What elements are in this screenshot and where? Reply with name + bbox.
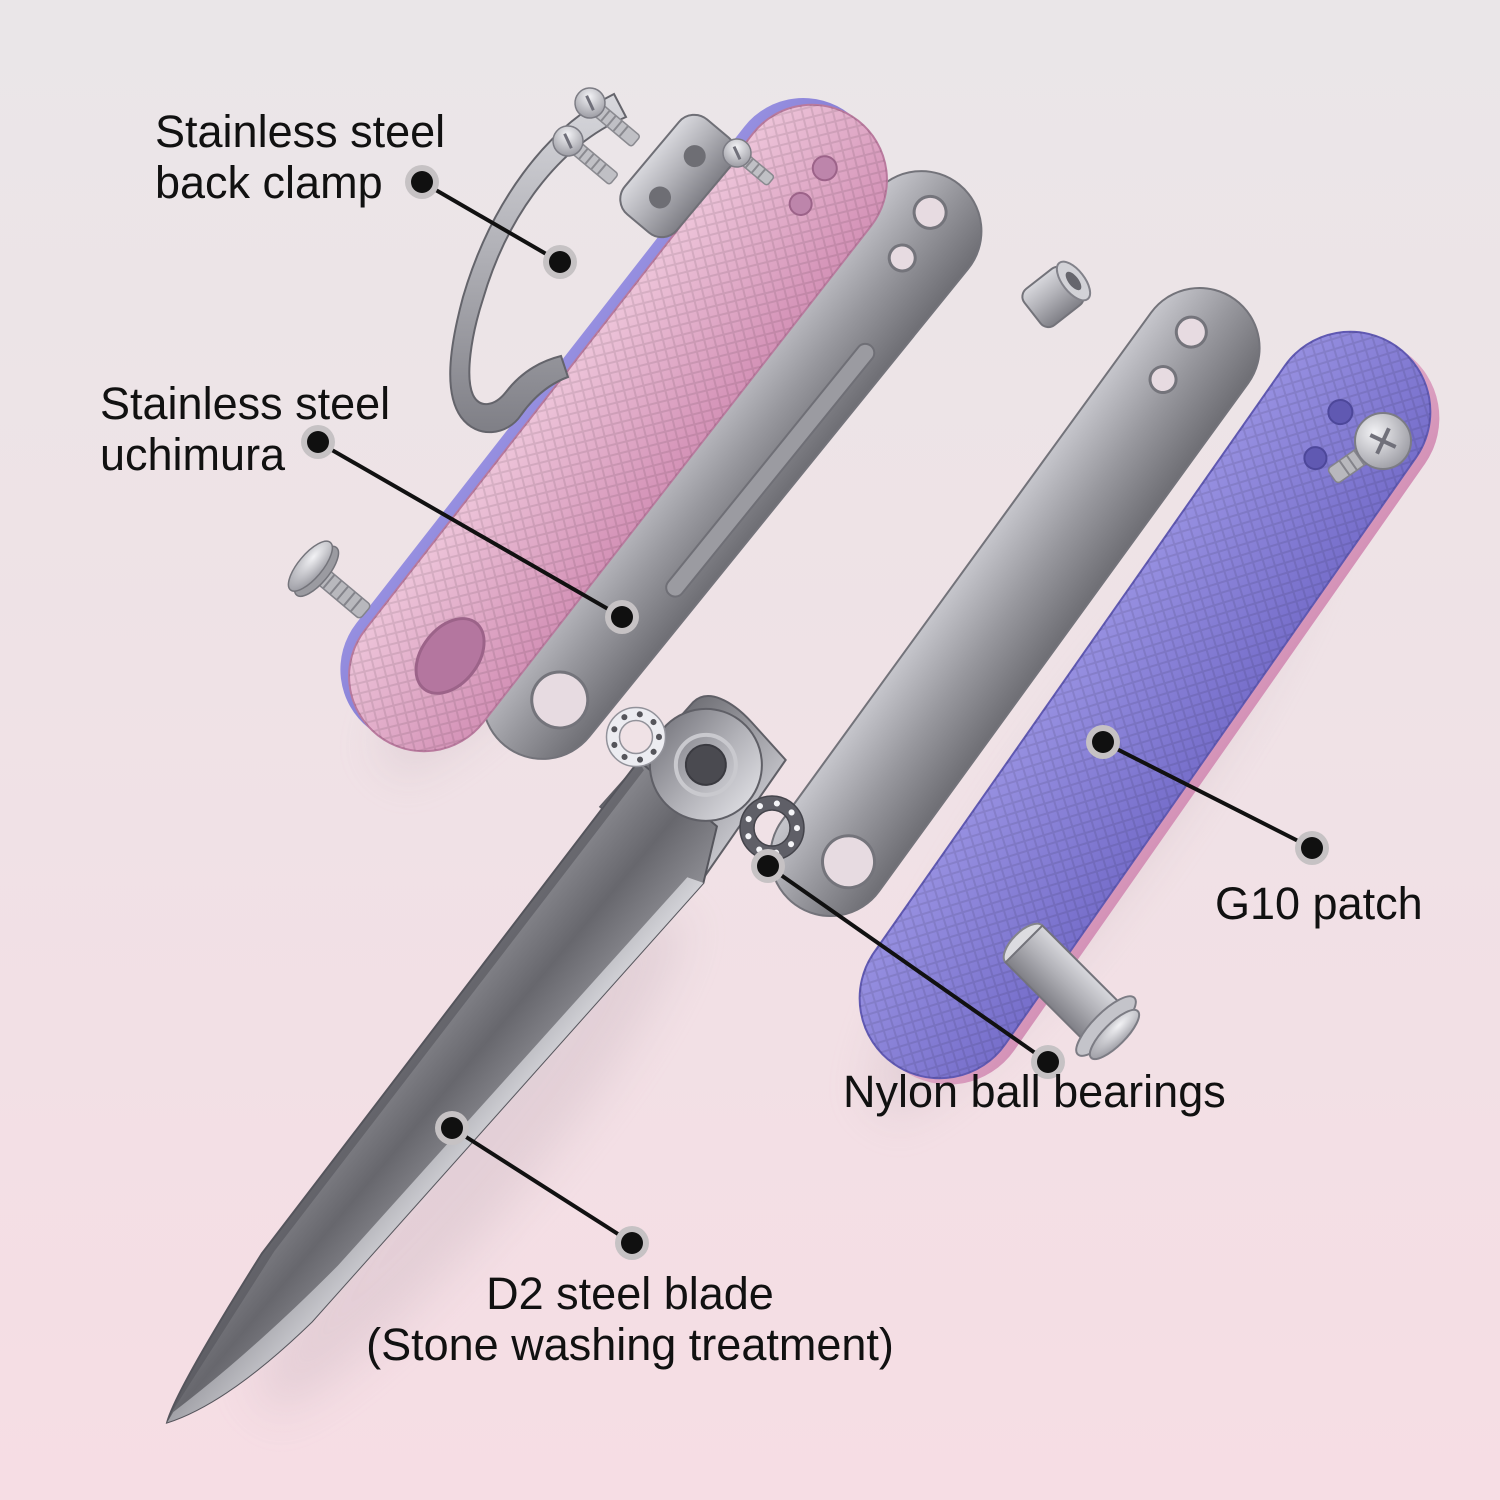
clamp-plate (619, 113, 737, 239)
label-uchimura: Stainless steel uchimura (100, 378, 390, 481)
callout-dots (301, 165, 1329, 1260)
right-scale-hole (1327, 399, 1354, 426)
pivot-screw (287, 540, 371, 619)
label-ball-bearings: Nylon ball bearings (843, 1066, 1226, 1117)
liner-pivot-hole (530, 670, 590, 730)
liner-hole (887, 243, 917, 273)
clamp-screw (552, 125, 618, 185)
callout-dot (435, 1111, 469, 1145)
label-g10-patch-text: G10 patch (1215, 878, 1423, 929)
liner-hole (1174, 315, 1208, 349)
right-liner-part (769, 286, 1261, 918)
scale-screw (1327, 412, 1412, 484)
liner-pivot-hole (821, 834, 877, 890)
clamp-plate-hole (683, 145, 706, 168)
clamp-plate-hole (649, 186, 672, 209)
blade-part (165, 695, 787, 1424)
right-scale-hole (1303, 446, 1328, 471)
callout-lines (317, 180, 1313, 1245)
leader-ball-bearings (766, 864, 1050, 1064)
liner-hole (912, 194, 948, 230)
left-scale-hole (811, 155, 838, 182)
label-uchimura-line2: uchimura (100, 429, 286, 481)
leader-back-clamp (420, 180, 562, 264)
label-ball-bearings-text: Nylon ball bearings (843, 1066, 1226, 1117)
label-blade-line2: (Stone washing treatment) (366, 1319, 894, 1371)
label-back-clamp-line2: back clamp (155, 157, 383, 209)
label-g10-patch: G10 patch (1215, 878, 1423, 929)
spacer-hole (1065, 271, 1082, 291)
callout-dot (605, 600, 639, 634)
leader-g10-patch (1102, 740, 1313, 850)
pivot-hole (684, 743, 727, 786)
barrel-spacer-part (1021, 260, 1092, 329)
callout-dot (1295, 831, 1329, 865)
clamp-screw (722, 138, 775, 186)
left-scale-part (340, 98, 888, 753)
liner-hole (1148, 365, 1178, 395)
ball-bearing-light (605, 706, 667, 768)
callout-dot (1031, 1045, 1065, 1079)
left-scale-hole (788, 191, 813, 216)
blade-spine (167, 760, 644, 1423)
shadow-blade (259, 912, 681, 1408)
back-clamp-part (449, 87, 775, 434)
blade-edge-bevel (167, 877, 704, 1423)
callout-dot (615, 1226, 649, 1260)
standoff-pin-part (1002, 922, 1141, 1061)
label-back-clamp: Stainless steel back clamp (155, 106, 445, 209)
callout-dot (1086, 725, 1120, 759)
label-uchimura-line1: Stainless steel (100, 378, 391, 429)
callout-dot (301, 425, 335, 459)
label-blade-line1: D2 steel blade (486, 1268, 774, 1319)
clip-arm (449, 92, 628, 434)
callout-dot (405, 165, 439, 199)
clamp-screw (574, 87, 640, 147)
left-scale-slot (414, 617, 486, 695)
callout-dot (543, 245, 577, 279)
bearing-seat (673, 732, 738, 797)
leader-uchimura (317, 440, 623, 619)
right-scale-part (858, 330, 1440, 1085)
label-blade: D2 steel blade (Stone washing treatment) (330, 1268, 930, 1371)
callout-dot (751, 849, 785, 883)
leader-blade (450, 1126, 634, 1245)
label-back-clamp-line1: Stainless steel (155, 106, 446, 157)
lockbar-slot (665, 342, 876, 598)
